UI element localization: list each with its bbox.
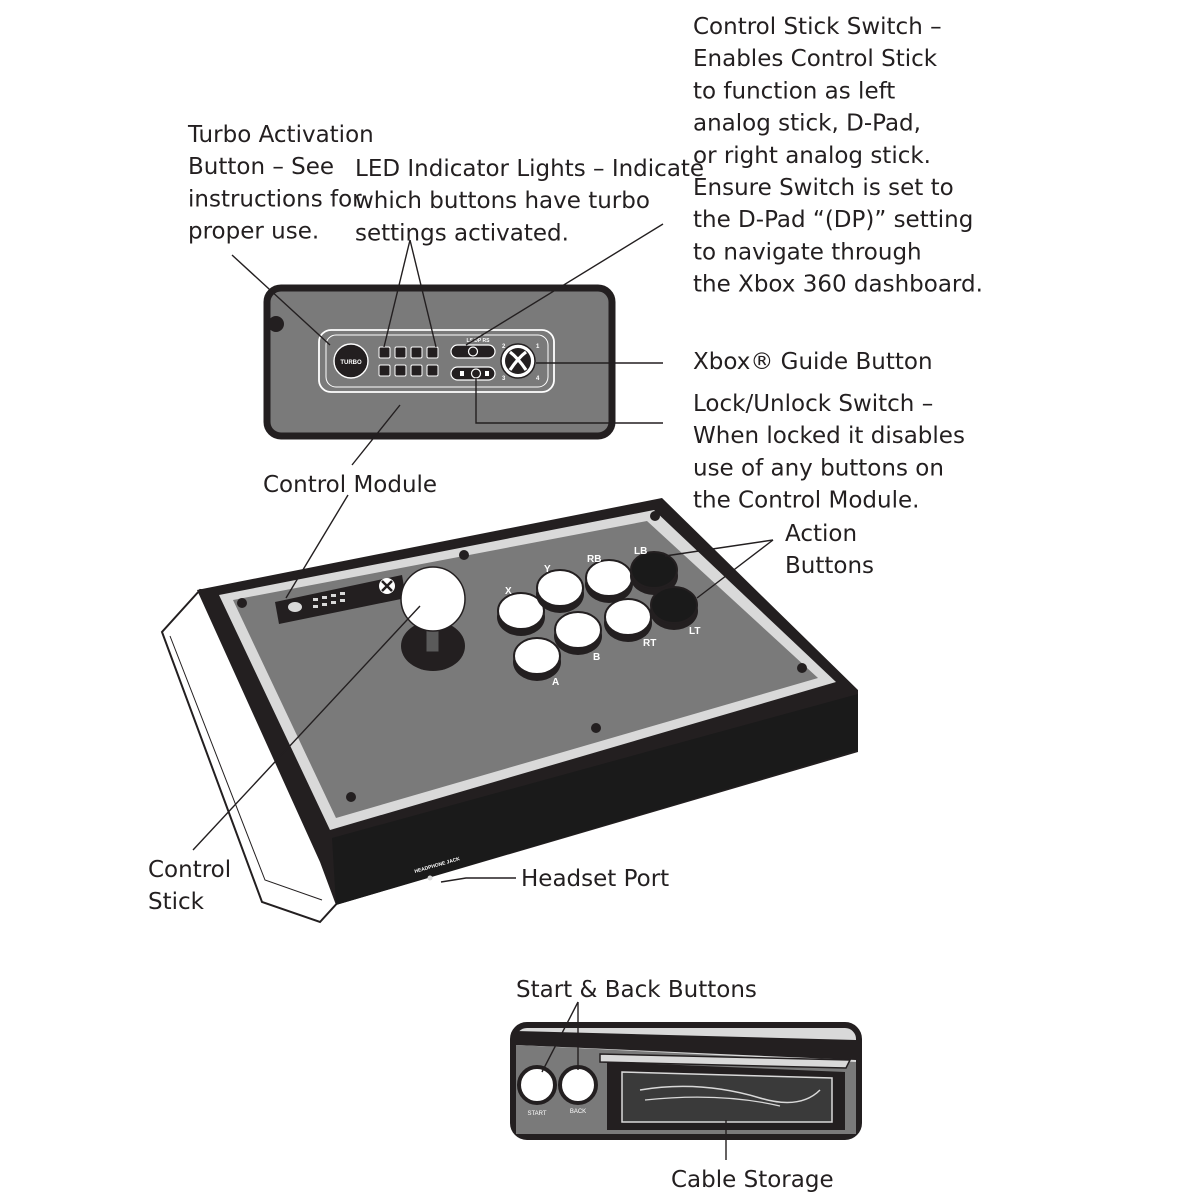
callout-line: analog stick, D-Pad,	[693, 111, 921, 137]
callout-line: Cable Storage	[671, 1167, 834, 1193]
face-button-label: RB	[587, 554, 601, 565]
control-stick-switch-knob	[467, 346, 479, 357]
callout-line: Control Stick Switch –	[693, 14, 942, 40]
turbo-button[interactable]	[333, 343, 369, 379]
callout-line: Stick	[148, 889, 205, 915]
start-button[interactable]	[517, 1065, 557, 1105]
callout-line: Buttons	[785, 553, 874, 579]
callout-lock-switch: Lock/Unlock Switch – When locked it disab…	[693, 391, 965, 514]
callout-line: Headset Port	[521, 866, 669, 892]
start-button-label: START	[527, 1111, 546, 1117]
stick-mode-labels: LS DP RS	[467, 338, 491, 344]
callout-line: settings activated.	[355, 220, 569, 246]
control-module[interactable]	[275, 575, 406, 624]
back-button[interactable]	[558, 1065, 598, 1105]
callout-headset-port: Headset Port	[521, 866, 669, 892]
player-1-led: 1	[536, 344, 540, 350]
callout-line: use of any buttons on	[693, 455, 944, 481]
control-stick-switch[interactable]	[450, 344, 496, 359]
corner-screw	[268, 316, 284, 332]
xbox-logo-icon	[505, 348, 531, 374]
unlock-icon	[460, 371, 464, 376]
rear-panel-closeup: START BACK	[510, 1022, 862, 1140]
callout-cable-storage: Cable Storage	[671, 1167, 834, 1193]
callout-guide-button: Xbox® Guide Button	[693, 349, 933, 375]
callout-line: Control	[148, 857, 231, 883]
callout-line: When locked it disables	[693, 423, 965, 449]
player-4-led: 4	[536, 376, 540, 382]
callout-line: the Control Module.	[693, 488, 919, 514]
callout-line: Turbo Activation	[187, 122, 374, 148]
face-button-label: LB	[634, 546, 647, 557]
callout-start-back: Start & Back Buttons	[516, 977, 757, 1003]
callout-control-module: Control Module	[263, 472, 437, 498]
cable-storage-compartment[interactable]	[599, 1053, 852, 1130]
callout-line: instructions for	[188, 186, 362, 212]
lock-icon	[485, 371, 489, 376]
face-button-label: B	[593, 652, 600, 663]
face-button-y[interactable]: Y	[536, 564, 584, 613]
face-button-rt[interactable]: RT	[604, 598, 656, 649]
player-2-led: 2	[502, 344, 506, 350]
callout-line: to navigate through	[693, 239, 922, 265]
callout-line: Enables Control Stick	[693, 46, 938, 72]
callout-line: Xbox® Guide Button	[693, 349, 933, 375]
control-stick[interactable]	[400, 566, 466, 671]
control-module-closeup: TURBO LS DP RS 1 4 2 3	[263, 284, 616, 440]
callout-line: Ensure Switch is set to	[693, 175, 954, 201]
face-button-label: A	[552, 677, 559, 688]
face-button-lb[interactable]: LB	[630, 546, 678, 595]
callout-control-stick-switch: Control Stick Switch – Enables Control St…	[693, 14, 983, 298]
leader-lines	[192, 223, 774, 1160]
callout-line: which buttons have turbo	[355, 188, 650, 214]
panel-screws	[237, 511, 807, 802]
callout-line: Lock/Unlock Switch –	[693, 391, 933, 417]
action-buttons: X Y RB LB A B RT LT	[497, 546, 700, 688]
face-button-label: X	[505, 586, 512, 597]
face-button-x[interactable]: X	[497, 586, 545, 636]
face-button-rb[interactable]: RB	[585, 554, 633, 603]
face-button-b[interactable]: B	[554, 611, 602, 663]
back-button-label: BACK	[570, 1109, 586, 1115]
turbo-button-label: TURBO	[340, 360, 362, 366]
face-button-label: RT	[643, 638, 656, 649]
callout-led-lights: LED Indicator Lights – Indicate which but…	[355, 156, 704, 246]
callout-line: Button – See	[188, 154, 334, 180]
face-button-label: Y	[544, 564, 551, 575]
callout-line: proper use.	[188, 219, 319, 245]
callout-line: the Xbox 360 dashboard.	[693, 272, 983, 298]
callout-line: Start & Back Buttons	[516, 977, 757, 1003]
callout-line: LED Indicator Lights – Indicate	[355, 156, 704, 182]
face-button-lt[interactable]: LT	[650, 586, 700, 637]
player-3-led: 3	[502, 376, 506, 382]
callout-line: Control Module	[263, 472, 437, 498]
callout-line: the D-Pad “(DP)” setting	[693, 207, 973, 233]
face-button-a[interactable]: A	[513, 637, 561, 688]
callout-line: Action	[785, 521, 857, 547]
callout-line: to function as left	[693, 78, 895, 104]
face-button-label: LT	[689, 626, 700, 637]
lock-unlock-switch[interactable]	[450, 366, 496, 381]
callout-line: or right analog stick.	[693, 143, 931, 169]
